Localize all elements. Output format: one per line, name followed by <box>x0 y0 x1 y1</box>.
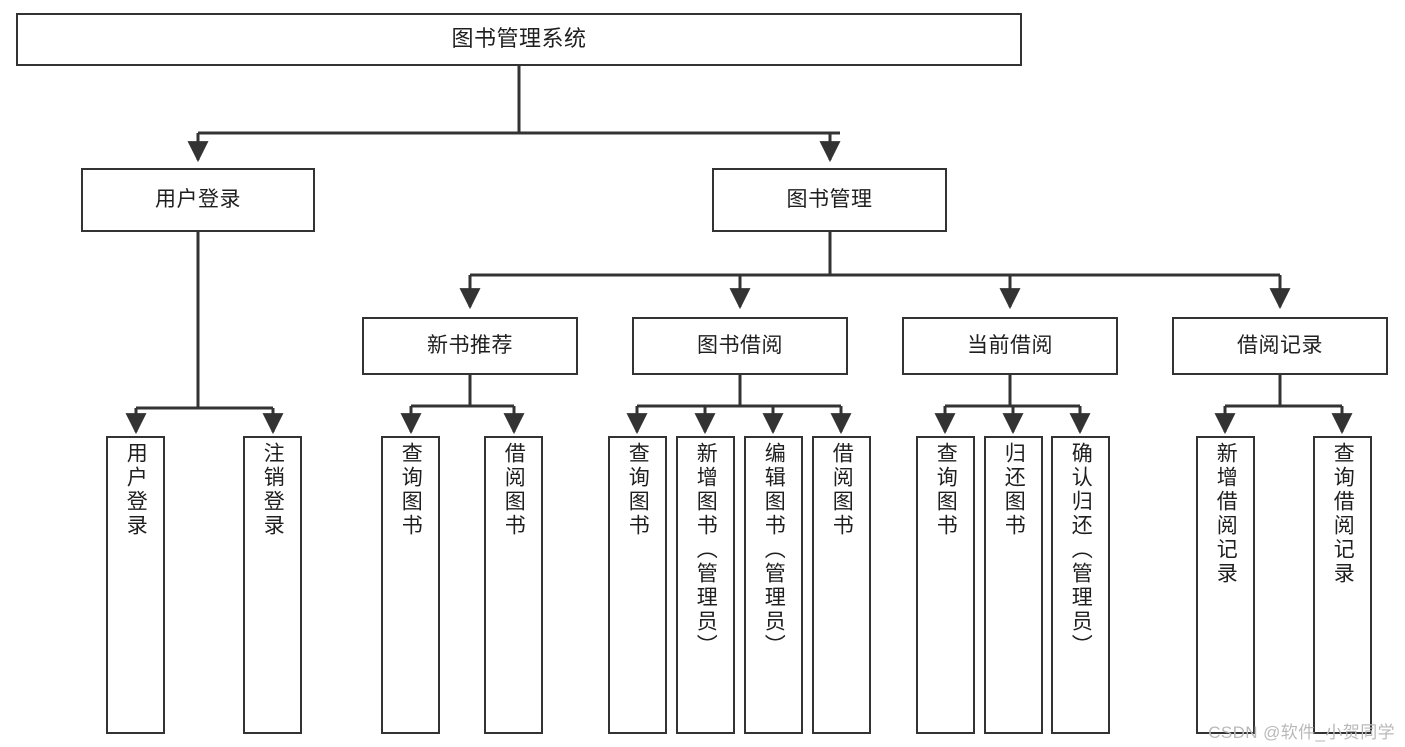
leaf-borrow-record-add-record[interactable]: 新增借阅记录 <box>1196 436 1255 734</box>
node-borrow-record[interactable]: 借阅记录 <box>1172 317 1388 375</box>
node-label: 图书借阅 <box>697 334 783 358</box>
node-label: 用户登录 <box>124 442 148 538</box>
node-label: 新增图书（管理员） <box>694 442 718 658</box>
node-current-borrow[interactable]: 当前借阅 <box>902 317 1118 375</box>
node-label: 确认归还（管理员） <box>1069 442 1093 658</box>
node-book-borrow[interactable]: 图书借阅 <box>632 317 848 375</box>
csdn-watermark: CSDN @软件_小贺同学 <box>1208 723 1395 742</box>
node-label: 归还图书 <box>1002 442 1026 538</box>
leaf-borrow-record-query-record[interactable]: 查询借阅记录 <box>1313 436 1372 734</box>
node-label: 借阅记录 <box>1237 334 1323 358</box>
node-label: 新增借阅记录 <box>1214 442 1238 586</box>
node-label: 借阅图书 <box>502 442 526 538</box>
node-book-management[interactable]: 图书管理 <box>712 168 947 232</box>
node-label: 借阅图书 <box>830 442 854 538</box>
leaf-book-borrow-edit-book-admin[interactable]: 编辑图书（管理员） <box>744 436 803 734</box>
leaf-book-borrow-query-book[interactable]: 查询图书 <box>608 436 667 734</box>
node-label: 查询图书 <box>934 442 958 538</box>
leaf-current-borrow-confirm-return-admin[interactable]: 确认归还（管理员） <box>1051 436 1110 734</box>
node-label: 注销登录 <box>261 442 285 538</box>
node-label: 图书管理 <box>786 188 873 212</box>
node-new-book-recommend[interactable]: 新书推荐 <box>362 317 578 375</box>
leaf-new-book-query-book[interactable]: 查询图书 <box>381 436 440 734</box>
node-label: 编辑图书（管理员） <box>762 442 786 658</box>
node-label: 查询图书 <box>626 442 650 538</box>
node-label: 当前借阅 <box>967 334 1053 358</box>
leaf-current-borrow-return-book[interactable]: 归还图书 <box>984 436 1043 734</box>
leaf-user-login-login[interactable]: 用户登录 <box>106 436 165 734</box>
leaf-user-login-logout[interactable]: 注销登录 <box>243 436 302 734</box>
leaf-current-borrow-query-book[interactable]: 查询图书 <box>916 436 975 734</box>
leaf-new-book-borrow-book[interactable]: 借阅图书 <box>484 436 543 734</box>
leaf-book-borrow-add-book-admin[interactable]: 新增图书（管理员） <box>676 436 735 734</box>
node-label: 查询借阅记录 <box>1331 442 1355 586</box>
node-root-book-management-system[interactable]: 图书管理系统 <box>16 13 1022 66</box>
node-label: 用户登录 <box>155 188 241 212</box>
node-user-login[interactable]: 用户登录 <box>81 168 315 232</box>
node-label: 查询图书 <box>399 442 423 538</box>
node-label: 图书管理系统 <box>451 26 587 52</box>
node-label: 新书推荐 <box>427 334 513 358</box>
leaf-book-borrow-borrow-book[interactable]: 借阅图书 <box>812 436 871 734</box>
